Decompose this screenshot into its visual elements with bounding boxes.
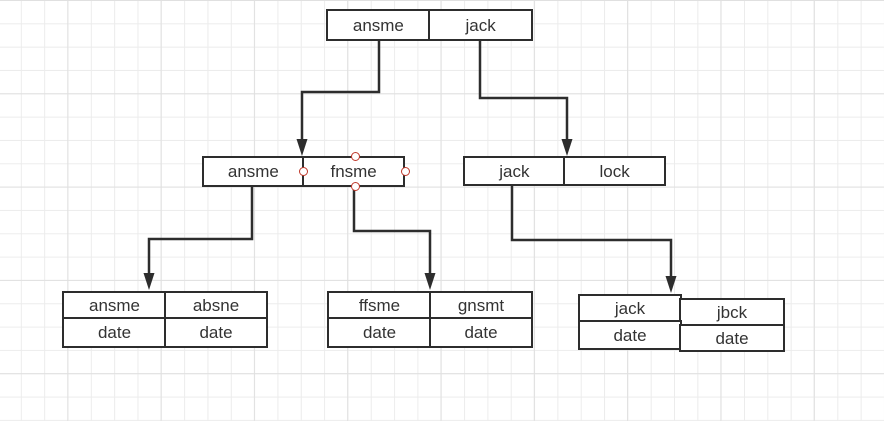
node-mid-right-cell-lock[interactable]: lock	[563, 156, 666, 186]
leaf-right-cell-r0c0[interactable]: jack	[578, 294, 682, 322]
node-mid-left-cell-ansme[interactable]: ansme	[202, 156, 305, 187]
node-mid-left[interactable]: ansme fnsme	[202, 152, 410, 191]
leaf-left-cell-r1c1[interactable]: date	[164, 317, 268, 348]
node-root-cell-jack[interactable]: jack	[428, 9, 533, 41]
leaf-left-cell-r0c1[interactable]: absne	[164, 291, 268, 319]
edge-mid-left-to-leaf-left[interactable]	[143, 187, 254, 290]
edge-root-to-mid-right[interactable]	[478, 41, 573, 156]
leaf-mid-cell-r0c0[interactable]: ffsme	[327, 291, 432, 319]
node-root[interactable]: ansme jack	[326, 9, 533, 41]
node-leaf-mid[interactable]: ffsme gnsmt date date	[327, 291, 533, 348]
leaf-mid-cell-r0c1[interactable]: gnsmt	[429, 291, 533, 319]
edge-mid-left-to-leaf-mid[interactable]	[352, 189, 436, 290]
node-leaf-right[interactable]: jack jbck date date	[578, 294, 785, 352]
connection-handle-left[interactable]	[299, 167, 308, 176]
connection-handle-top[interactable]	[351, 152, 360, 161]
edge-mid-right-to-leaf-right[interactable]	[510, 186, 677, 293]
node-leaf-left[interactable]: ansme absne date date	[62, 291, 268, 348]
node-mid-right-cell-jack[interactable]: jack	[463, 156, 566, 186]
leaf-right-cell-r0c1[interactable]: jbck	[679, 298, 785, 326]
node-mid-right[interactable]: jack lock	[463, 156, 666, 186]
leaf-mid-cell-r1c0[interactable]: date	[327, 317, 432, 348]
connection-handle-right[interactable]	[401, 167, 410, 176]
leaf-right-cell-r1c0[interactable]: date	[578, 320, 682, 350]
edge-root-to-mid-left[interactable]	[296, 41, 381, 156]
node-root-cell-ansme[interactable]: ansme	[326, 9, 431, 41]
connection-handle-bottom[interactable]	[351, 182, 360, 191]
leaf-left-cell-r1c0[interactable]: date	[62, 317, 167, 348]
leaf-left-cell-r0c0[interactable]: ansme	[62, 291, 167, 319]
leaf-mid-cell-r1c1[interactable]: date	[429, 317, 533, 348]
leaf-right-cell-r1c1[interactable]: date	[679, 324, 785, 352]
